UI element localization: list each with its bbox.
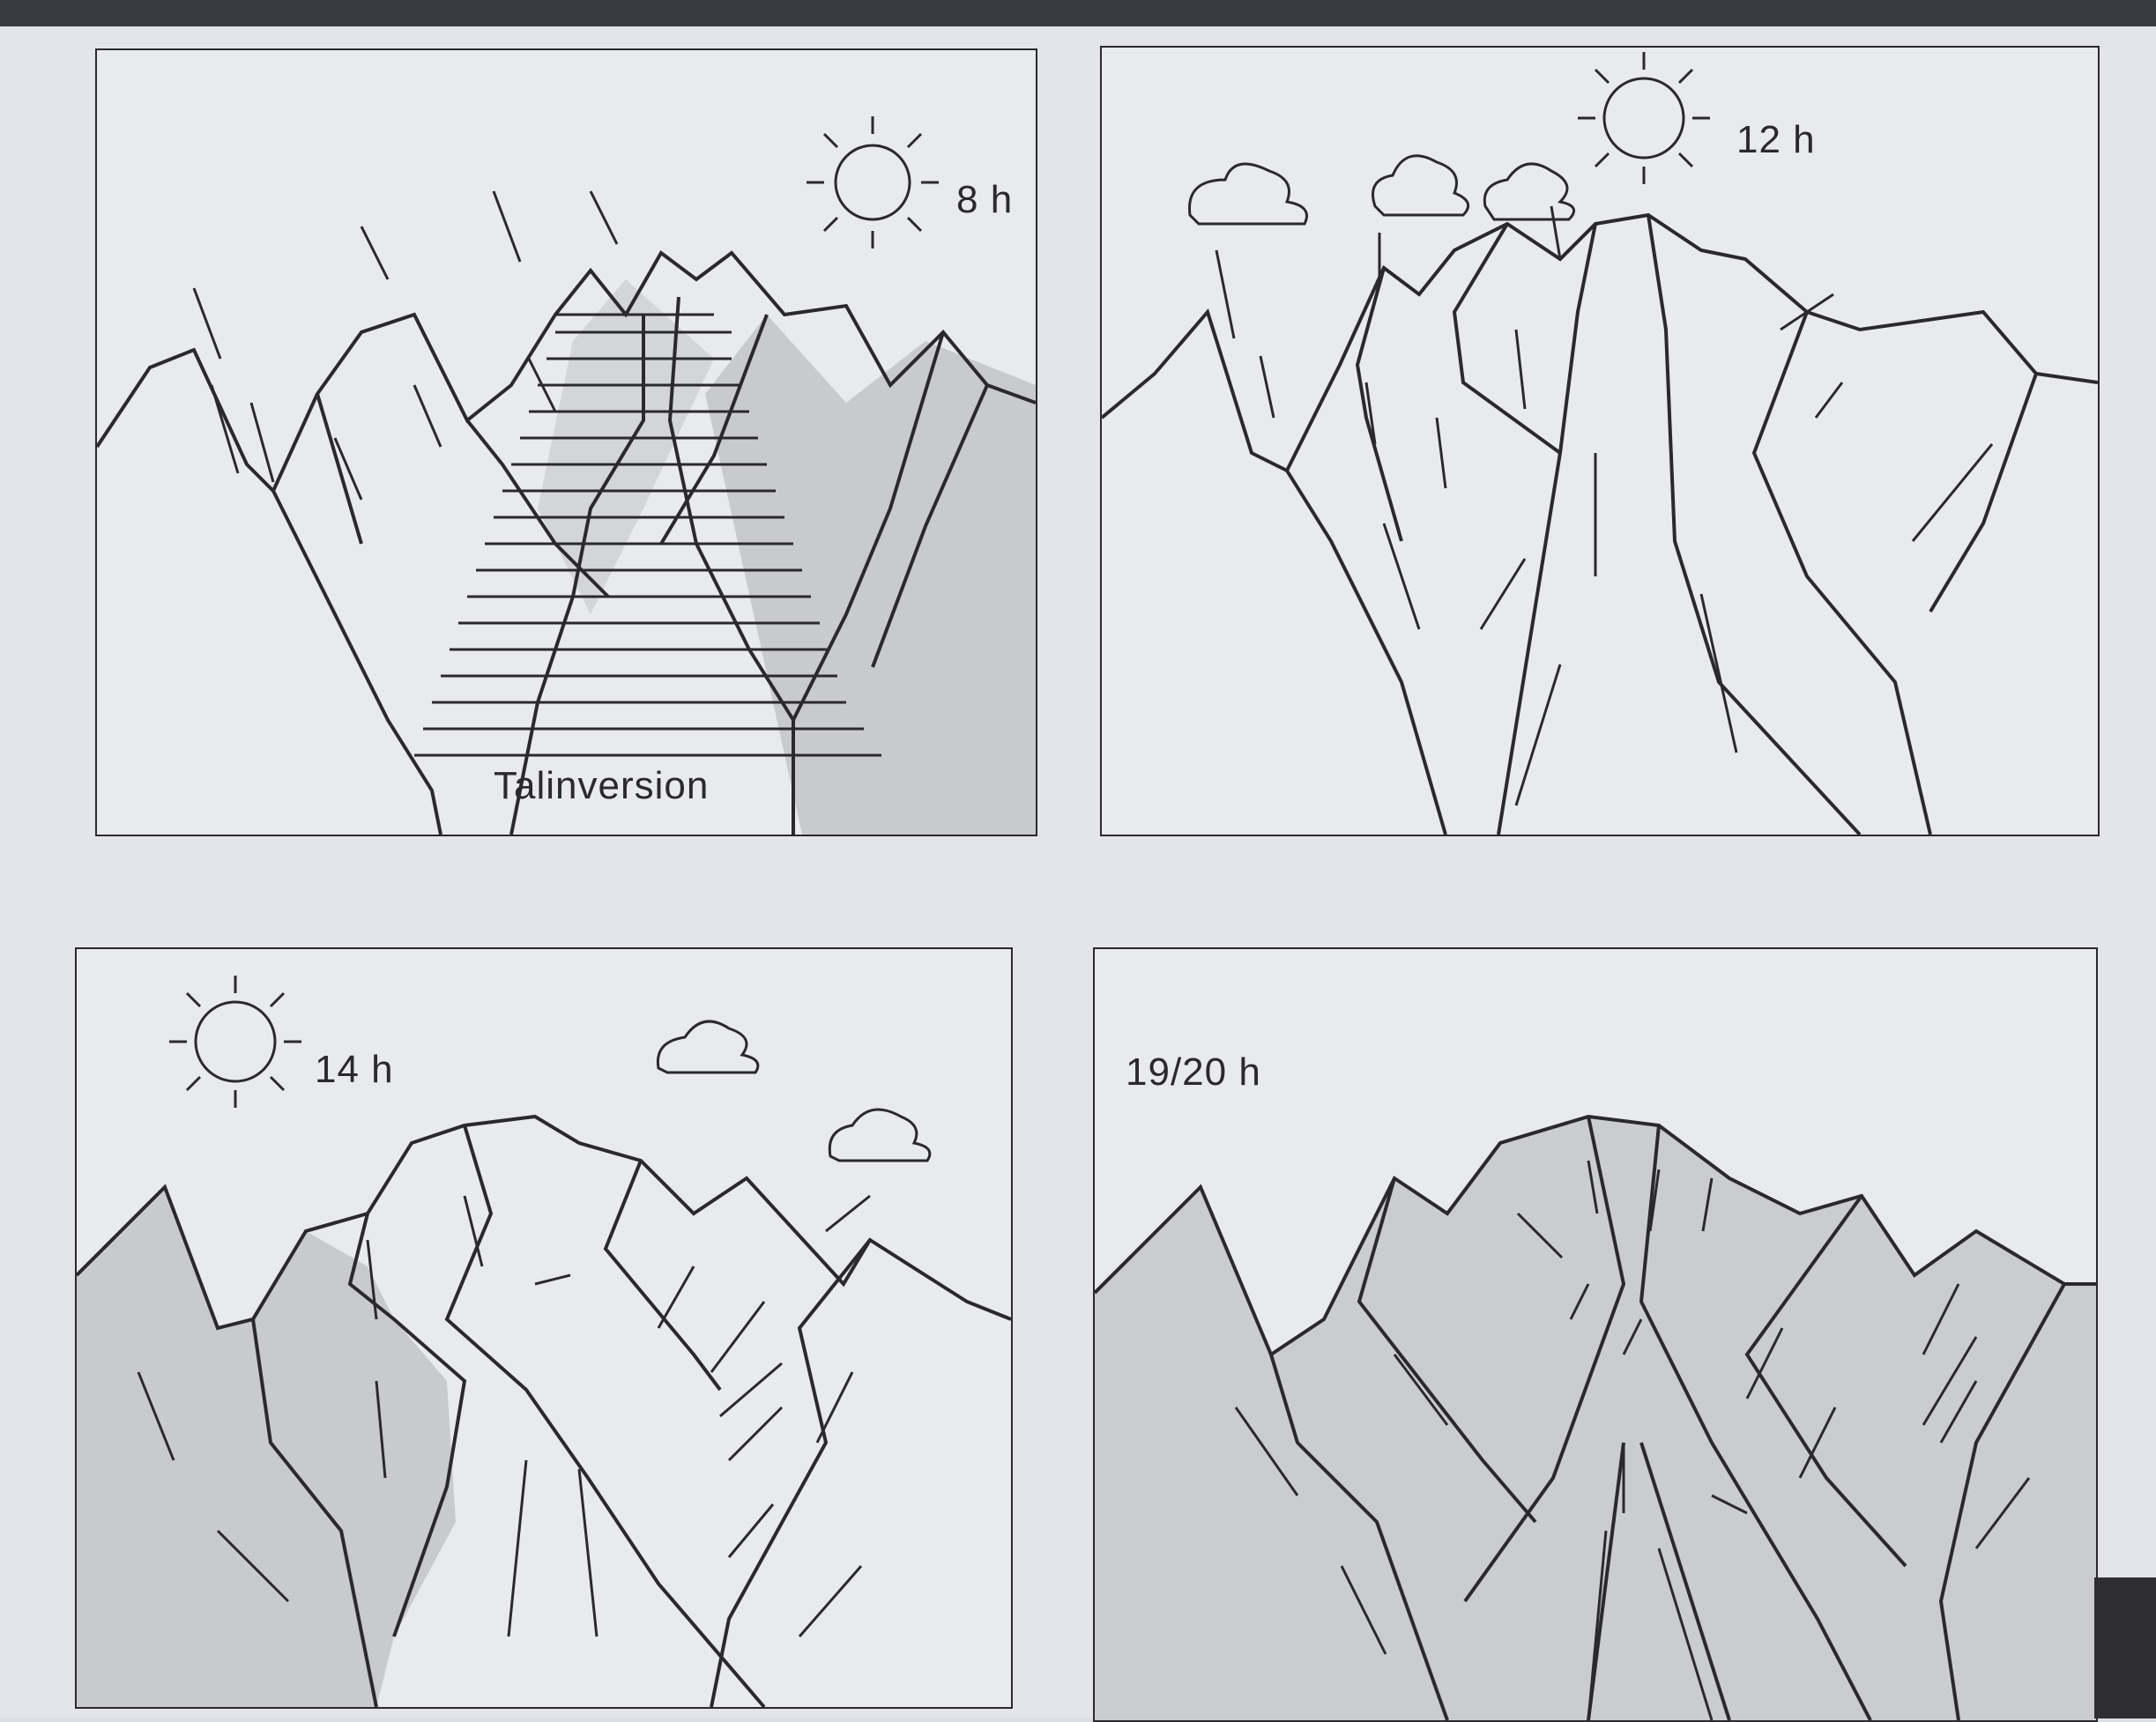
valley-wall-left	[271, 490, 442, 835]
arrow-icon	[192, 190, 619, 501]
sun-icon	[169, 976, 301, 1108]
panel-19-20h-drawing	[1095, 1114, 2096, 1720]
panel-12h-drawing	[1102, 52, 2098, 835]
time-label: 12 h	[1736, 118, 1816, 161]
panel-8h-drawing	[97, 116, 1036, 835]
ridge-line	[97, 250, 1036, 494]
arrow-icon	[1234, 1160, 2031, 1720]
inversion-caption: Talinversion	[494, 764, 710, 807]
cloud-icon	[656, 1020, 760, 1074]
bezel-corner	[2094, 1577, 2156, 1718]
river-left	[509, 315, 645, 835]
panel-19-20h: 19/20 h	[1093, 947, 2098, 1722]
ridge-line	[1095, 1114, 2096, 1358]
panel-12h: 12 h	[1100, 46, 2100, 836]
cloud-icon	[1483, 162, 1576, 221]
shaded-slope	[1095, 1117, 2096, 1720]
arrow-icon	[137, 1194, 871, 1637]
ridge-line	[77, 1114, 1011, 1331]
time-label: 8 h	[956, 178, 1014, 221]
valley-wall-right	[792, 331, 945, 835]
valley-floor	[1587, 1442, 1625, 1720]
arrow-icon	[1215, 205, 1994, 806]
panel-14h-drawing	[77, 976, 1011, 1707]
inversion-layers	[414, 313, 881, 757]
panel-8h: 8 h Talinversion	[95, 48, 1037, 836]
cloud-icon	[1188, 162, 1308, 226]
cloud-icon	[828, 1108, 932, 1162]
cloud-icon	[1372, 154, 1470, 217]
shaded-slope	[77, 1187, 456, 1707]
panel-14h: 14 h	[75, 947, 1013, 1709]
shaded-slope	[705, 315, 1036, 835]
time-label: 14 h	[315, 1048, 394, 1091]
sun-icon	[1578, 52, 1710, 184]
ridge-line	[1102, 212, 2098, 473]
sun-icon	[807, 116, 939, 249]
time-label: 19/20 h	[1126, 1050, 1261, 1094]
